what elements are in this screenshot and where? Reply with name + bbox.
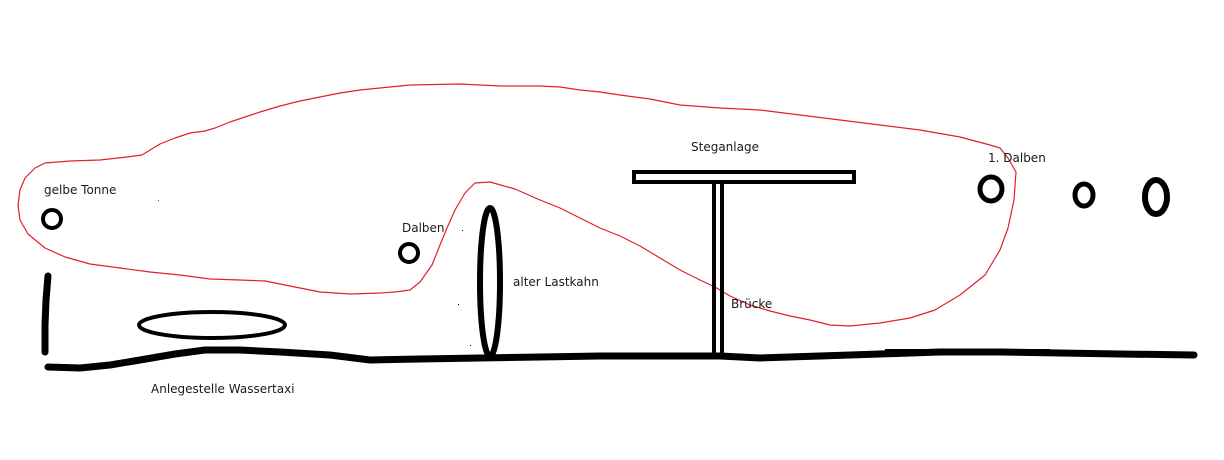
dalben-1-post: [977, 174, 1005, 204]
dalben-post: [398, 242, 420, 264]
label-1-dalben: 1. Dalben: [988, 151, 1046, 165]
gelbe-tonne-buoy: [41, 208, 63, 230]
label-gelbe-tonne: gelbe Tonne: [44, 183, 117, 197]
label-alter-lastkahn: alter Lastkahn: [513, 275, 599, 289]
label-anlegestelle-wassertaxi: Anlegestelle Wassertaxi: [151, 382, 295, 396]
stray-dot: [470, 345, 471, 346]
shoreline-left-wall: [41, 272, 52, 356]
stray-dot: [458, 304, 459, 305]
zone-outline: [17, 83, 1017, 327]
dalben-3-post: [1142, 177, 1170, 217]
steganlage-pier: [632, 170, 856, 184]
stray-dot: [462, 230, 463, 231]
label-dalben: Dalben: [402, 221, 445, 235]
wassertaxi-landing: [137, 310, 287, 340]
alter-lastkahn-barge: [477, 205, 503, 359]
label-bruecke: Brücke: [731, 297, 773, 311]
label-steganlage: Steganlage: [691, 140, 759, 154]
stray-dot: [158, 200, 159, 201]
dalben-2-post: [1072, 181, 1096, 209]
